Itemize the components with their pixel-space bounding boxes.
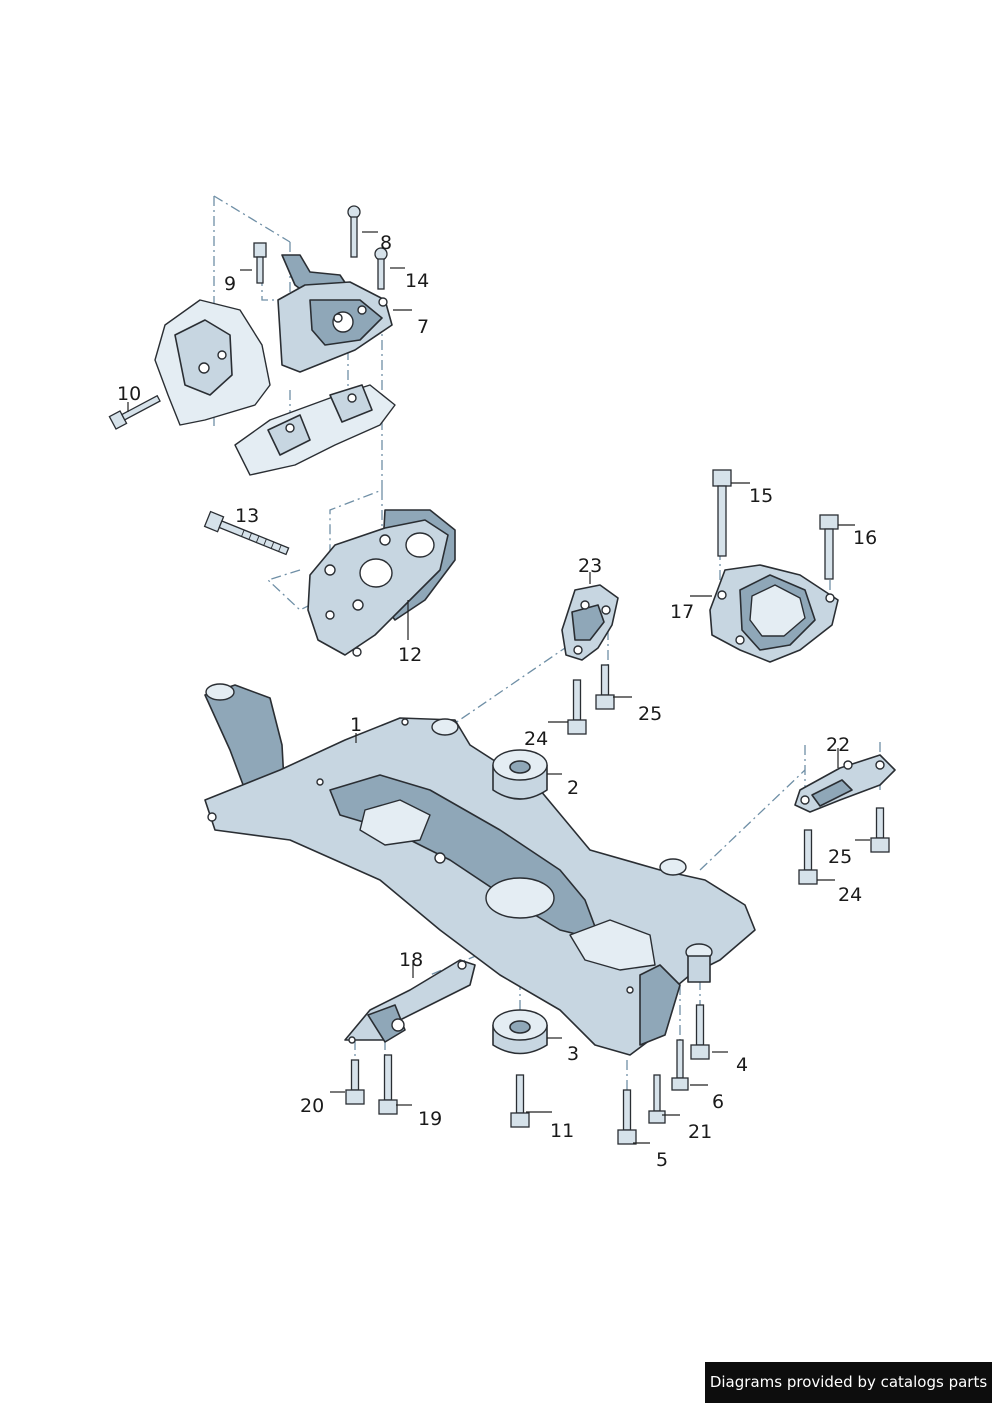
callout-23: 23: [578, 555, 602, 577]
callout-9: 9: [224, 273, 236, 295]
callout-5: 5: [656, 1149, 668, 1171]
callout-14: 14: [405, 270, 429, 292]
body-panel-section: [154, 299, 271, 426]
callout-17: 17: [670, 601, 694, 623]
callout-11: 11: [550, 1120, 574, 1142]
callout-12: 12: [398, 644, 422, 666]
callout-22: 22: [826, 734, 850, 756]
callout-7: 7: [417, 316, 429, 338]
callout-4: 4: [736, 1054, 748, 1076]
gearbox-mount-17: [709, 564, 839, 663]
bushing-3: [492, 1009, 548, 1055]
engine-mount-7: [277, 254, 393, 373]
bracket-23: [561, 584, 619, 661]
callout-24-right: 24: [838, 884, 862, 906]
mount-18: [344, 959, 476, 1044]
callout-19: 19: [418, 1108, 442, 1130]
callout-18: 18: [399, 949, 423, 971]
subframe-bushing-caps: [205, 683, 713, 983]
subframe-1: [204, 684, 756, 1056]
diagram-credit: Diagrams provided by catalogs parts: [705, 1362, 992, 1403]
callout-15: 15: [749, 485, 773, 507]
callout-3: 3: [567, 1043, 579, 1065]
callout-25-top: 25: [638, 703, 662, 725]
callout-20: 20: [300, 1095, 324, 1117]
bracket-22: [794, 754, 896, 813]
callout-21: 21: [688, 1121, 712, 1143]
callout-6: 6: [712, 1091, 724, 1113]
bolts: [108, 205, 890, 1145]
callout-24-top: 24: [524, 728, 548, 750]
bracket-12: [307, 509, 456, 657]
callout-10: 10: [117, 383, 141, 405]
callout-2: 2: [567, 777, 579, 799]
leader-lines: [127, 231, 870, 1144]
bushing-2: [492, 749, 548, 800]
callout-8: 8: [380, 232, 392, 254]
callout-16: 16: [853, 527, 877, 549]
callout-25-right: 25: [828, 846, 852, 868]
support-rail: [234, 384, 396, 476]
callout-labels: 1 2 3 4 5 6 7 8 9 10 11 12 13 14 15 16 1…: [117, 232, 877, 1171]
callout-13: 13: [235, 505, 259, 527]
callout-1: 1: [350, 714, 362, 736]
